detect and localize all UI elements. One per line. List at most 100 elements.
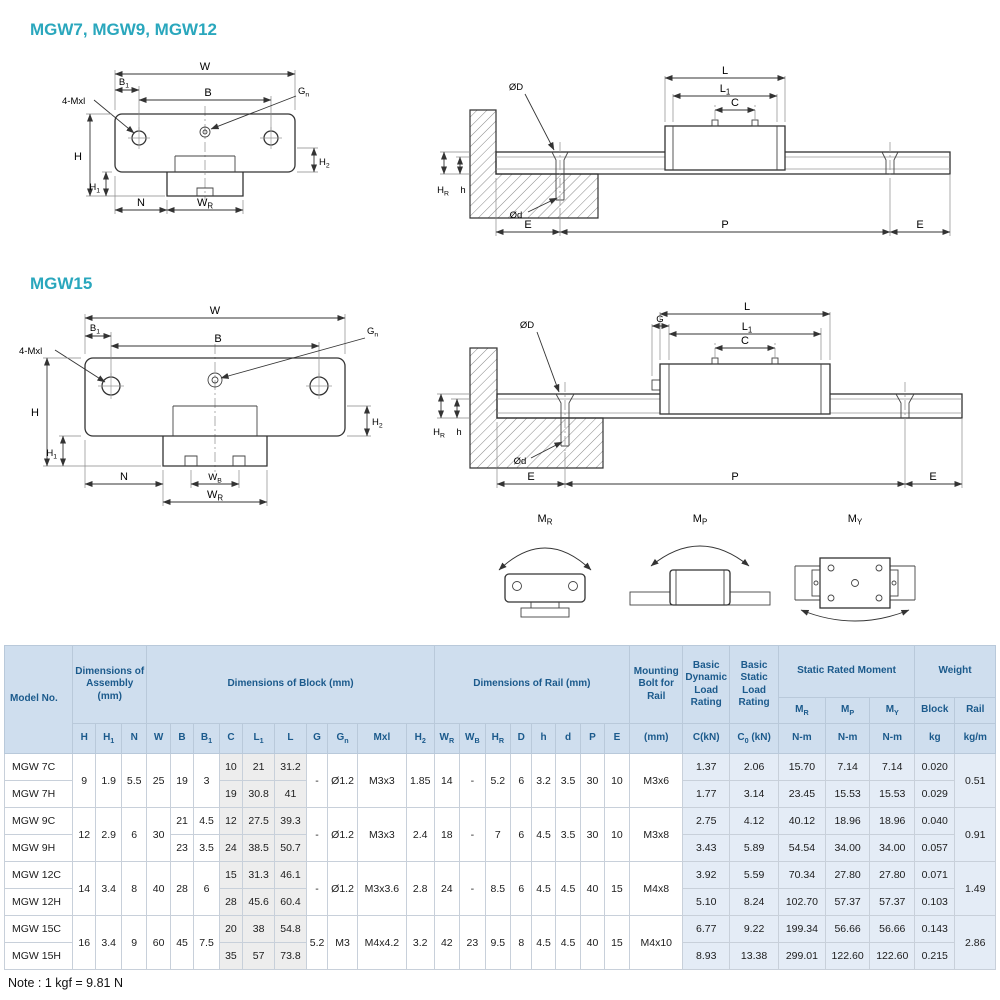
value-cell: 2.9 [95,807,122,862]
column-header: H [72,723,97,754]
model-cell: MGW 9H [3,834,74,862]
dim-label-dd: Ød [514,456,527,467]
value-cell: 4.5 [531,915,556,970]
column-header: G [305,723,329,754]
value-cell: 57.37 [824,888,871,916]
column-header: D [510,723,533,754]
column-header: h [531,723,556,754]
value-cell: - [305,753,329,808]
value-cell: 4.5 [531,807,556,862]
moment-label-mr: MR [538,513,553,527]
model-cell: MGW 15C [3,915,74,943]
value-cell: 10 [603,753,631,808]
value-cell: 3.14 [729,780,780,808]
value-cell: 35 [218,942,244,970]
column-header: L [274,723,307,754]
value-cell: 18.96 [824,807,871,835]
value-cell: 45.6 [242,888,276,916]
column-header: C(kN) [682,723,731,754]
header-weight-block: Block [914,697,956,724]
value-cell: 1.49 [954,861,996,916]
column-header: N-m [824,723,871,754]
column-header: H1 [95,723,122,754]
rail-and-block [495,104,951,208]
dim-label-h1: H1 [46,448,57,461]
value-cell: 0.040 [914,807,956,835]
value-cell: 122.60 [869,942,916,970]
value-cell: 5.2 [305,915,329,970]
value-cell: M3x3 [356,753,407,808]
dim-label-w: W [210,305,221,317]
value-cell: Ø1.2 [327,861,358,916]
value-cell: 30 [580,807,605,862]
dim-label-dD: ØD [520,320,534,331]
block-rail-outline [84,344,346,472]
value-cell: 3.2 [405,915,435,970]
header-static-load: Basic Static Load Rating [729,645,780,724]
roll-moment-figure: MR [498,513,592,618]
value-cell: M3x6 [629,753,684,808]
section-title-mgw15: MGW15 [30,274,93,293]
column-header: B [169,723,195,754]
value-cell: 3.2 [531,753,556,808]
value-cell: 6 [120,807,148,862]
dim-label-l1: L1 [720,83,731,97]
dim-label-c: C [741,335,749,347]
column-header: WB [459,723,486,754]
model-cell: MGW 12C [3,861,74,889]
value-cell: 199.34 [778,915,826,943]
column-header: E [603,723,631,754]
section-title-mgw7-9-12: MGW7, MGW9, MGW12 [30,20,217,39]
rail-and-block [496,342,963,452]
value-cell: 34.00 [824,834,871,862]
dim-label-l: L [744,301,750,313]
dim-label-b1: B1 [119,77,129,90]
value-cell: 40 [580,861,605,916]
value-cell: 8.5 [484,861,512,916]
value-cell: 13.38 [729,942,780,970]
table-header: Model No. Dimensions of Assembly (mm) Di… [3,645,996,754]
value-cell: 28 [218,888,244,916]
column-header: N [120,723,148,754]
value-cell: 8.93 [682,942,731,970]
value-cell: 0.057 [914,834,956,862]
value-cell: 15 [603,915,631,970]
column-header: N-m [869,723,916,754]
value-cell: M4x4.2 [356,915,407,970]
column-header: Gn [327,723,358,754]
value-cell: 20 [218,915,244,943]
column-header: H2 [405,723,435,754]
mounting-base-hatch [469,109,599,219]
dim-label-wr: WR [207,489,223,503]
value-cell: 3.92 [682,861,731,889]
column-header: (mm) [629,723,684,754]
value-cell: 5.59 [729,861,780,889]
dim-label-e-right: E [929,471,936,483]
dimension-table: Model No. Dimensions of Assembly (mm) Di… [3,645,996,970]
value-cell: 0.103 [914,888,956,916]
value-cell: 40 [146,861,171,916]
value-cell: M3 [327,915,358,970]
value-cell: 102.70 [778,888,826,916]
value-cell: 12 [218,807,244,835]
dim-label-n: N [120,471,128,483]
dim-label-4mxl: 4-Mxl [62,96,85,107]
dim-label-e-left: E [524,219,531,231]
model-cell: MGW 9C [3,807,74,835]
value-cell: 4.12 [729,807,780,835]
column-header: C [218,723,244,754]
value-cell: 38.5 [242,834,276,862]
value-cell: 9.5 [484,915,512,970]
value-cell: 45 [169,915,195,970]
dimensions: W B1 B 4-Mxl Gn H H1 H2 [62,61,330,214]
dim-label-n: N [137,197,145,209]
value-cell: 9 [120,915,148,970]
value-cell: 30.8 [242,780,276,808]
value-cell: 0.029 [914,780,956,808]
value-cell: 40.12 [778,807,826,835]
value-cell: 2.8 [405,861,435,916]
value-cell: 0.143 [914,915,956,943]
value-cell: 7 [484,807,512,862]
